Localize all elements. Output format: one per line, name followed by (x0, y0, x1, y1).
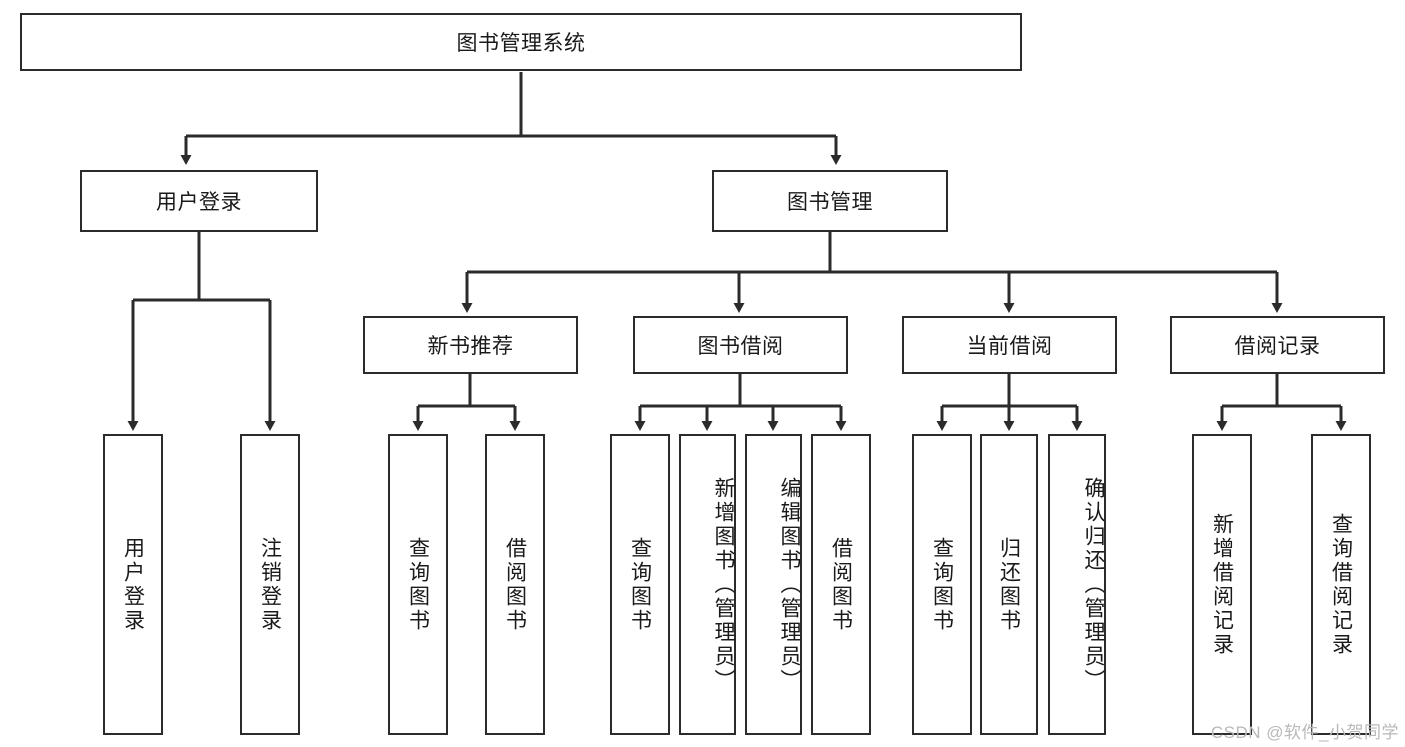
leaf-add-book-admin[interactable]: 新增图书（管理员） (679, 434, 736, 735)
node-book-management[interactable]: 图书管理 (712, 170, 948, 232)
node-label: 新增图书（管理员） (712, 476, 735, 693)
watermark-text: CSDN @软件_小贺同学 (1210, 723, 1399, 742)
leaf-borrow-book-recommend[interactable]: 借阅图书 (485, 434, 545, 735)
leaf-confirm-return-admin[interactable]: 确认归还（管理员） (1048, 434, 1106, 735)
node-label: 图书管理 (787, 191, 873, 214)
leaf-borrow-book[interactable]: 借阅图书 (811, 434, 871, 735)
node-label: 新增借阅记录 (1210, 512, 1234, 657)
node-user-login[interactable]: 用户登录 (80, 170, 318, 232)
node-label: 当前借阅 (966, 335, 1053, 358)
node-label: 借阅记录 (1234, 335, 1321, 358)
node-label: 查询借阅记录 (1329, 512, 1353, 657)
leaf-query-book-recommend[interactable]: 查询图书 (388, 434, 448, 735)
node-label: 借阅图书 (503, 536, 527, 633)
node-label: 注销登录 (258, 536, 282, 633)
node-label: 查询图书 (628, 536, 652, 633)
node-new-book-recommend[interactable]: 新书推荐 (363, 316, 578, 374)
node-label: 查询图书 (930, 536, 954, 633)
leaf-user-login[interactable]: 用户登录 (103, 434, 163, 735)
leaf-add-borrow-record[interactable]: 新增借阅记录 (1192, 434, 1252, 735)
node-label: 查询图书 (406, 536, 430, 633)
node-root-system[interactable]: 图书管理系统 (20, 13, 1022, 71)
node-label: 新书推荐 (427, 335, 514, 358)
leaf-edit-book-admin[interactable]: 编辑图书（管理员） (745, 434, 802, 735)
node-label: 图书管理系统 (456, 32, 586, 55)
leaf-query-borrow-record[interactable]: 查询借阅记录 (1311, 434, 1371, 735)
node-label: 确认归还（管理员） (1082, 476, 1105, 693)
node-label: 图书借阅 (697, 335, 784, 358)
leaf-query-book-borrow[interactable]: 查询图书 (610, 434, 670, 735)
node-label: 用户登录 (121, 536, 145, 633)
node-label: 借阅图书 (829, 536, 853, 633)
node-label: 编辑图书（管理员） (778, 476, 801, 693)
node-label: 归还图书 (997, 536, 1021, 633)
node-book-borrow[interactable]: 图书借阅 (633, 316, 848, 374)
node-borrow-record[interactable]: 借阅记录 (1170, 316, 1385, 374)
leaf-logout[interactable]: 注销登录 (240, 434, 300, 735)
node-current-borrow[interactable]: 当前借阅 (902, 316, 1117, 374)
node-label: 用户登录 (156, 191, 242, 214)
leaf-query-book-current[interactable]: 查询图书 (912, 434, 972, 735)
leaf-return-book[interactable]: 归还图书 (980, 434, 1038, 735)
